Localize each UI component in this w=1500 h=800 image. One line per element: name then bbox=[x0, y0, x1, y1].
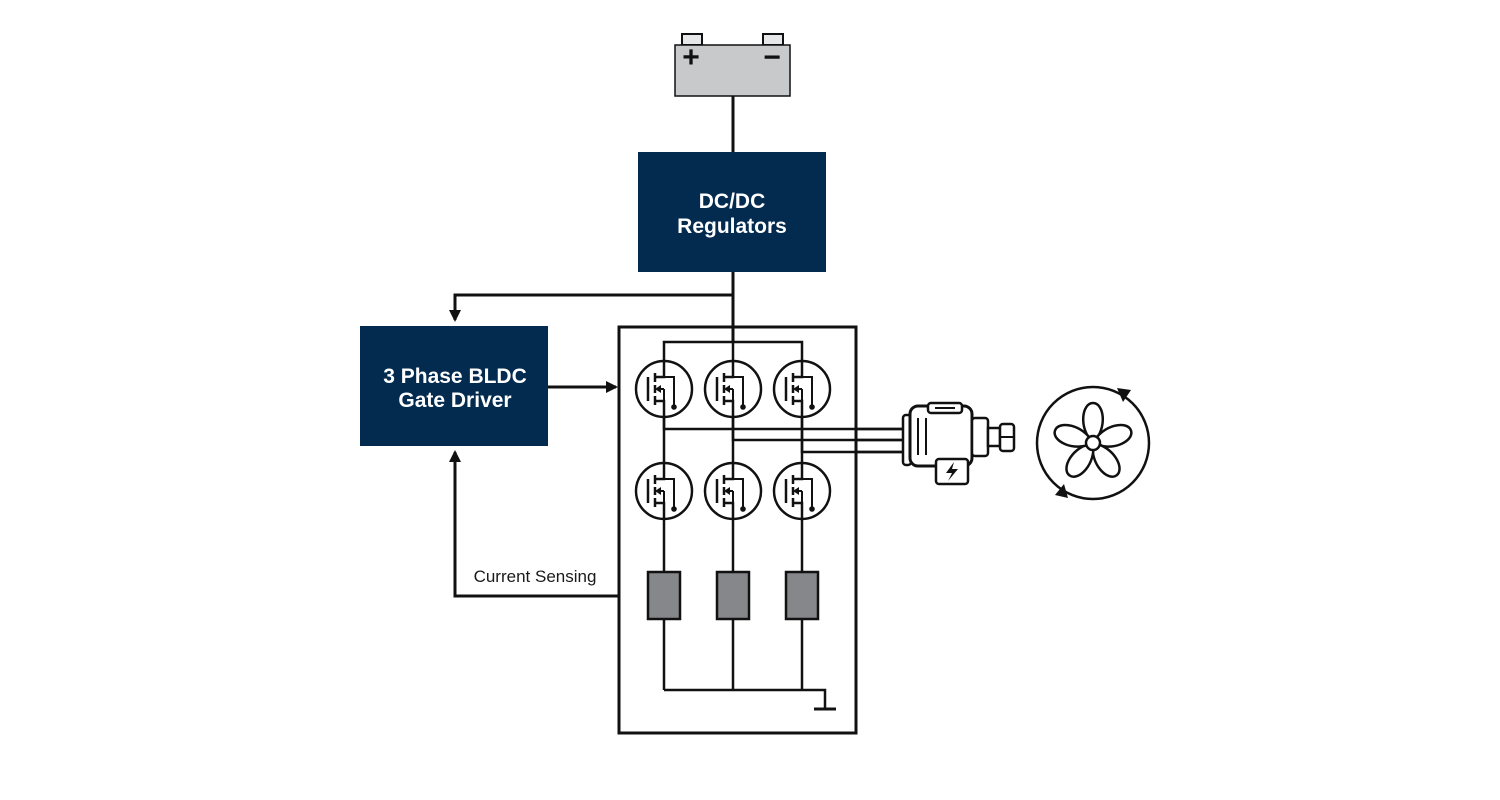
phase-a-output-wire bbox=[662, 417, 905, 431]
battery-body bbox=[674, 44, 791, 97]
inverter-box bbox=[617, 325, 858, 735]
dcdc-regulators-box bbox=[638, 152, 826, 272]
current-sensing-label: Current Sensing bbox=[474, 567, 597, 586]
mosfet-low-b bbox=[703, 461, 763, 521]
shunt-resistor-b bbox=[715, 570, 751, 621]
phase-c-output-wire bbox=[800, 417, 905, 454]
regulator-to-driver-arrow bbox=[449, 293, 733, 322]
fan-hub bbox=[1084, 434, 1102, 452]
fan-icon bbox=[1035, 385, 1151, 501]
dcdc-regulators-label-line2: Regulators bbox=[677, 215, 787, 238]
phase-b-output-wire bbox=[731, 417, 905, 442]
mosfet-high-b bbox=[703, 359, 763, 419]
mosfet-high-c bbox=[772, 359, 832, 419]
rotation-arrow-bottom bbox=[1055, 484, 1068, 498]
mosfet-low-a bbox=[634, 461, 694, 521]
rotation-arrow-top bbox=[1117, 388, 1131, 402]
dcdc-regulators-label-line1: DC/DC bbox=[699, 190, 766, 213]
motor-icon bbox=[901, 401, 1016, 486]
gate-driver-block: 3 Phase BLDC Gate Driver bbox=[360, 326, 548, 446]
mosfet-low-c bbox=[772, 461, 832, 521]
inverter-bottom-bus bbox=[664, 688, 827, 708]
gate-driver-label-line2: Gate Driver bbox=[398, 389, 511, 412]
mosfet-high-a bbox=[634, 359, 694, 419]
battery-icon: + − bbox=[674, 33, 791, 97]
battery-negative-sign: − bbox=[763, 41, 781, 74]
gate-driver-box bbox=[360, 326, 548, 446]
battery-positive-sign: + bbox=[682, 41, 700, 74]
shunt-resistor-a bbox=[646, 570, 682, 621]
gate-driver-label-line1: 3 Phase BLDC bbox=[383, 365, 527, 388]
current-sensing-arrow bbox=[449, 450, 619, 598]
dcdc-regulators-block: DC/DC Regulators bbox=[638, 152, 826, 272]
shunt-resistor-c bbox=[784, 570, 820, 621]
